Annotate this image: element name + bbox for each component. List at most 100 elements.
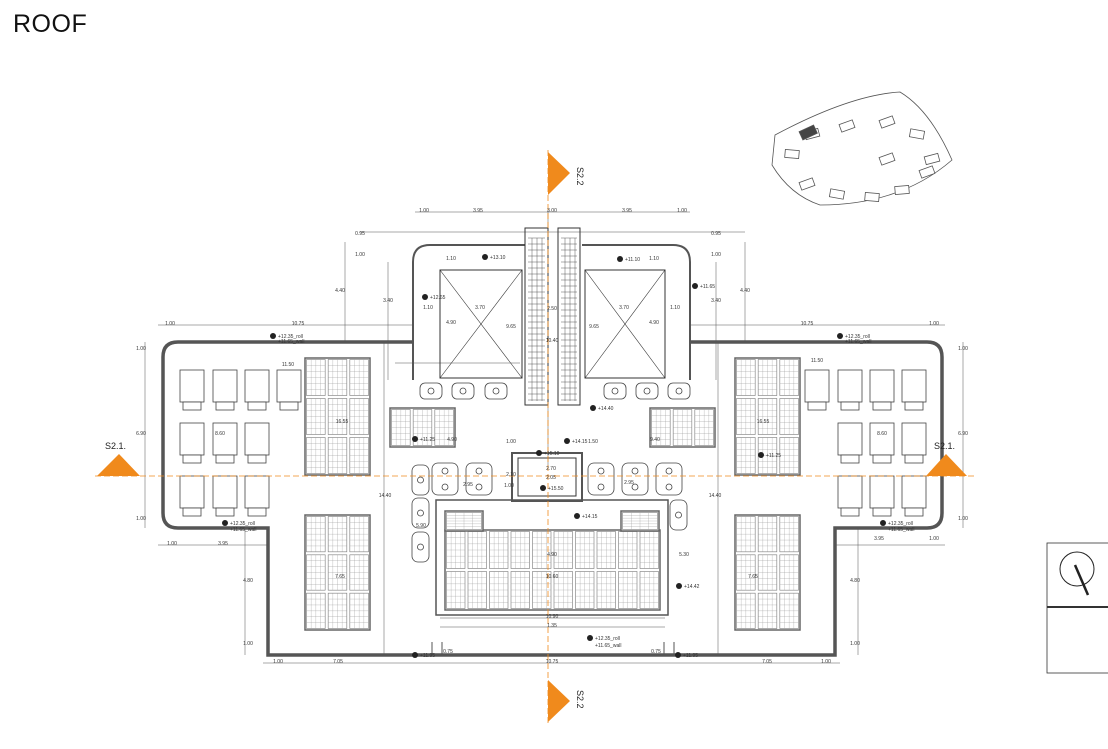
dimension-label: 1.00 bbox=[929, 321, 939, 327]
outer-parapet bbox=[161, 340, 944, 657]
lounger bbox=[212, 475, 238, 509]
lounger bbox=[276, 369, 302, 403]
level-marker-icon bbox=[676, 583, 682, 589]
dimension-label: 3.95 bbox=[874, 536, 884, 542]
lounger bbox=[901, 475, 927, 509]
roof-hatch-box bbox=[511, 452, 583, 502]
level-marker-icon bbox=[412, 436, 418, 442]
lounger bbox=[179, 475, 205, 509]
dimension-label: 1.00 bbox=[958, 516, 968, 522]
tank-valve bbox=[665, 467, 673, 475]
building-footprint bbox=[923, 152, 941, 166]
tank-valve bbox=[441, 483, 449, 491]
elevation-label: +11.10 bbox=[625, 257, 640, 263]
building-footprint bbox=[908, 128, 926, 140]
dimension-label: 8.60 bbox=[215, 431, 225, 437]
tank-valve bbox=[597, 467, 605, 475]
dimension-label: 4.90 bbox=[447, 437, 457, 443]
elevation-label: +11.65 bbox=[700, 284, 715, 290]
section-label-right: S2.1. bbox=[934, 441, 955, 451]
dimension-label: 4.90 bbox=[547, 552, 557, 558]
elevation-label: +14.42 bbox=[684, 584, 700, 590]
north-arrow-box bbox=[1046, 542, 1108, 674]
section-label-left: S2.1. bbox=[105, 441, 126, 451]
dimension-label: 7.05 bbox=[762, 659, 772, 665]
elevation-label: +15.50 bbox=[548, 486, 564, 492]
elevation-label: +11.95 bbox=[683, 653, 698, 659]
water-tank bbox=[655, 462, 683, 496]
elevator-cross bbox=[439, 269, 523, 379]
elevation-label: +11.65_wall bbox=[278, 339, 304, 345]
dimension-label: 3.70 bbox=[475, 305, 485, 311]
lounger bbox=[804, 369, 830, 403]
lounger-foot bbox=[904, 401, 924, 411]
dimension-label: 2.50 bbox=[547, 306, 557, 312]
level-marker-icon bbox=[222, 520, 228, 526]
dimension-label: 6.90 bbox=[958, 431, 968, 437]
dimension-label: 9.65 bbox=[506, 324, 516, 330]
dimension-label: 1.00 bbox=[355, 252, 365, 258]
building-footprint bbox=[864, 191, 880, 203]
lounger bbox=[179, 422, 205, 456]
level-marker-icon bbox=[574, 513, 580, 519]
lounger-foot bbox=[872, 507, 892, 517]
north-circle bbox=[1059, 551, 1095, 587]
lounger-foot bbox=[215, 507, 235, 517]
elevation-label: +11.25 bbox=[766, 453, 781, 459]
dimension-label: 1.00 bbox=[165, 321, 175, 327]
lounger-foot bbox=[182, 401, 202, 411]
lounger-foot bbox=[215, 401, 235, 411]
tank-valve bbox=[475, 483, 483, 491]
dimension-label: 1.00 bbox=[821, 659, 831, 665]
dimension-label: 2.95 bbox=[624, 480, 634, 486]
dimension-label: 1.10 bbox=[649, 256, 659, 262]
dimension-label: 0.95 bbox=[711, 231, 721, 237]
level-marker-icon bbox=[692, 283, 698, 289]
elevation-label: +11.95 bbox=[420, 653, 435, 659]
lounger bbox=[869, 475, 895, 509]
dimension-label: 5.90 bbox=[416, 523, 426, 529]
lounger-foot bbox=[840, 507, 860, 517]
lounger-foot bbox=[872, 454, 892, 464]
dimension-label: 9.65 bbox=[589, 324, 599, 330]
building-footprint bbox=[918, 165, 936, 179]
dimension-label: 3.95 bbox=[473, 208, 483, 214]
lounger bbox=[837, 422, 863, 456]
dimension-label: 4.80 bbox=[243, 578, 253, 584]
water-tank bbox=[587, 462, 615, 496]
lounger-foot bbox=[279, 401, 299, 411]
level-marker-icon bbox=[617, 256, 623, 262]
dimension-label: 3.70 bbox=[619, 305, 629, 311]
building-footprint bbox=[828, 188, 846, 200]
elevation-label: +14.15 bbox=[572, 439, 588, 445]
level-marker-icon bbox=[837, 333, 843, 339]
lounger-foot bbox=[182, 507, 202, 517]
dimension-label: 0.95 bbox=[355, 231, 365, 237]
tank-valve bbox=[417, 543, 424, 551]
lounger bbox=[179, 369, 205, 403]
dimension-label: 11.50 bbox=[282, 362, 294, 368]
tank-valve bbox=[417, 509, 424, 517]
tank-valve bbox=[631, 483, 639, 491]
lounger-foot bbox=[247, 401, 267, 411]
dimension-label: 4.40 bbox=[740, 288, 750, 294]
stair-shaft bbox=[524, 227, 549, 406]
level-marker-icon bbox=[540, 485, 546, 491]
lounger bbox=[869, 422, 895, 456]
lounger-foot bbox=[182, 454, 202, 464]
elevation-label: +12.35_roll bbox=[278, 334, 303, 340]
dimension-label: 11.50 bbox=[811, 358, 823, 364]
elevation-label: +11.65_wall bbox=[230, 527, 256, 533]
dimension-label: 10.75 bbox=[801, 321, 814, 327]
lounger-foot bbox=[840, 454, 860, 464]
lounger-foot bbox=[904, 507, 924, 517]
hvac-fan bbox=[459, 387, 467, 395]
dimension-label: 1.00 bbox=[167, 541, 177, 547]
dimension-label: 2.95 bbox=[463, 482, 473, 488]
level-marker-icon bbox=[590, 405, 596, 411]
dimension-label: 1.00 bbox=[504, 483, 514, 489]
dimension-label: 1.00 bbox=[136, 516, 146, 522]
dimension-label: 7.65 bbox=[748, 574, 758, 580]
